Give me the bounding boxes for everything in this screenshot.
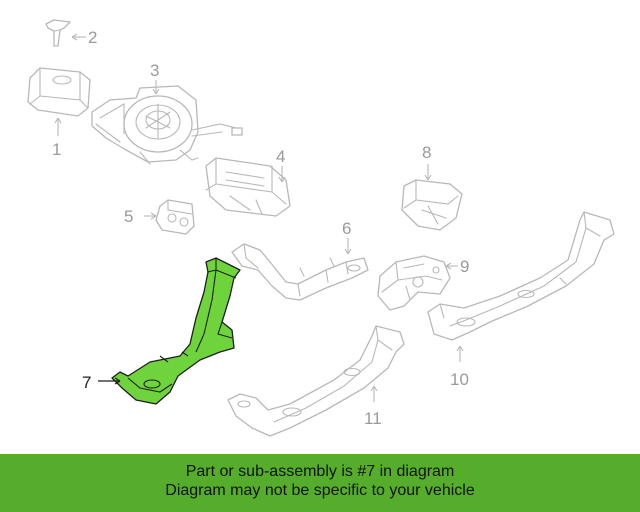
part-3-blower-motor[interactable] (91, 85, 243, 165)
part-7-duct-highlighted[interactable] (111, 257, 241, 405)
part-6-duct[interactable] (231, 243, 369, 301)
callout-6: 6 (342, 219, 351, 238)
callout-10: 10 (450, 370, 469, 389)
callout-1: 1 (52, 140, 61, 159)
callout-11: 11 (364, 409, 382, 428)
banner-line-2: Diagram may not be specific to your vehi… (165, 482, 475, 499)
part-8-duct[interactable] (401, 179, 463, 231)
callout-7: 7 (82, 373, 91, 392)
callout-9: 9 (460, 257, 469, 276)
part-2-clip[interactable] (45, 19, 71, 47)
callout-5: 5 (124, 207, 133, 226)
part-11-duct[interactable] (227, 325, 405, 437)
exploded-parts-diagram: 2 1 3 4 5 (27, 19, 615, 437)
part-9-vent[interactable] (377, 255, 451, 311)
part-10-duct[interactable] (427, 211, 615, 341)
callout-2: 2 (88, 28, 97, 47)
part-5-connector[interactable] (155, 199, 195, 235)
part-4-duct[interactable] (205, 157, 291, 217)
callout-3: 3 (150, 61, 159, 80)
callout-8: 8 (422, 143, 431, 162)
part-1-duct[interactable] (27, 67, 91, 117)
banner-line-1: Part or sub-assembly is #7 in diagram (185, 463, 455, 480)
callout-4: 4 (276, 147, 285, 166)
notice-banner: Part or sub-assembly is #7 in diagram Di… (0, 454, 640, 512)
